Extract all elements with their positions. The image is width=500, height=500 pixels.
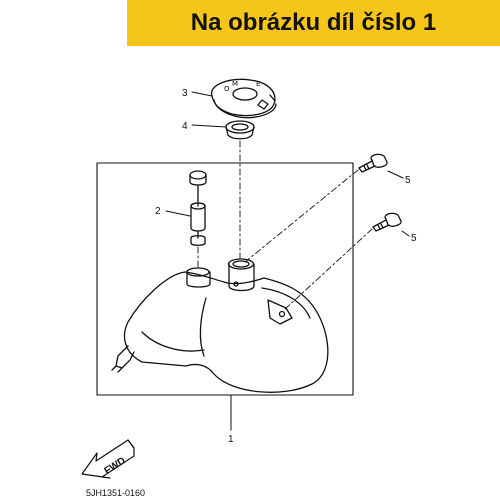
part-code: 5JH1351-0160 xyxy=(86,488,145,498)
svg-text:E: E xyxy=(256,80,260,88)
leader-lines xyxy=(165,91,410,431)
assembly-lines xyxy=(197,140,373,311)
callout-5-upper: 5 xyxy=(405,175,411,186)
callout-2: 2 xyxy=(155,206,161,217)
cap-part: O M E xyxy=(211,78,277,119)
callout-1: 1 xyxy=(228,434,234,445)
bolt-lower xyxy=(372,212,402,232)
bolt-upper xyxy=(358,153,388,173)
fwd-label: FWD xyxy=(103,455,128,477)
callout-5-lower: 5 xyxy=(411,233,417,244)
callout-3: 3 xyxy=(182,88,188,99)
fwd-arrow-icon: FWD xyxy=(81,439,135,479)
diagram-frame xyxy=(96,162,354,396)
strainer-part xyxy=(189,170,207,246)
callout-4: 4 xyxy=(182,121,188,132)
svg-text:O: O xyxy=(224,85,230,93)
banner-title: Na obrázku díl číslo 1 xyxy=(190,9,437,36)
header-banner: Na obrázku díl číslo 1 xyxy=(127,0,500,46)
gasket-part xyxy=(225,120,255,140)
svg-text:M: M xyxy=(232,80,238,88)
fuel-tank-part xyxy=(111,258,329,393)
